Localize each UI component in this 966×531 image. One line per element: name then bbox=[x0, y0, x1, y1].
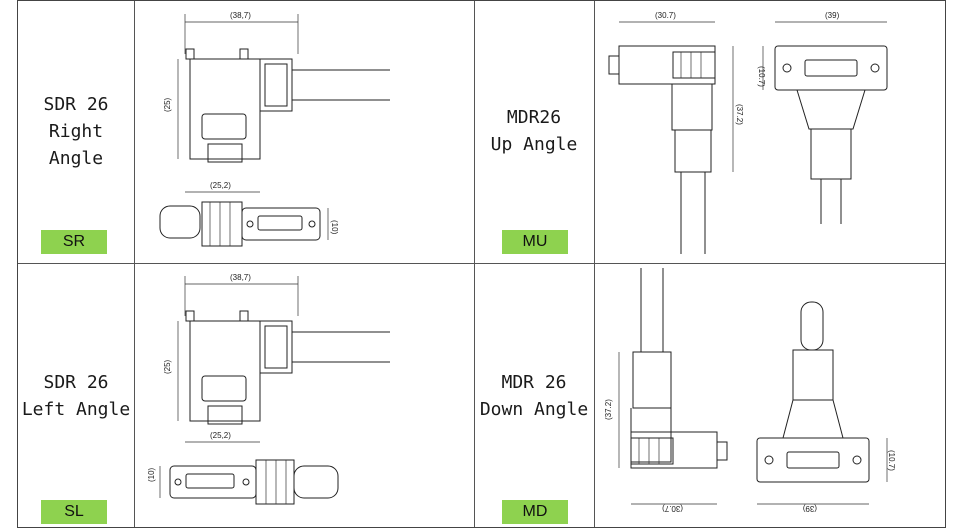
column-divider bbox=[594, 1, 595, 527]
sr-dim-top: (38,7) bbox=[230, 11, 251, 20]
md-dim-b: (10.7) bbox=[887, 450, 896, 471]
sr-name-line: Right bbox=[48, 120, 104, 142]
mu-dim-b: (39) bbox=[825, 11, 840, 20]
mu-code-badge: MU bbox=[502, 230, 568, 254]
column-divider bbox=[474, 1, 475, 527]
md-name-line: MDR 26 bbox=[501, 371, 567, 393]
sr-dim-side: (25) bbox=[163, 97, 172, 112]
mu-dim-d: (37.2) bbox=[735, 104, 744, 125]
column-divider bbox=[134, 1, 135, 527]
mu-name-line: MDR26 bbox=[506, 107, 562, 128]
sr-code-badge: SR bbox=[41, 230, 107, 254]
sl-name-line: SDR 26 bbox=[43, 371, 109, 393]
md-dim-d: (39) bbox=[802, 504, 817, 513]
sr-dim-height: (10) bbox=[330, 220, 339, 235]
md-drawing: (37.2) (30.7) (10.7) (39) bbox=[604, 268, 896, 513]
mu-dim-a: (30.7) bbox=[655, 11, 676, 20]
sr-dim-bottom: (25,2) bbox=[210, 181, 231, 190]
md-name: MDR 26 Down Angle bbox=[474, 263, 594, 528]
sl-dim-bottom: (25,2) bbox=[210, 431, 231, 440]
mu-name-line: Up Angle bbox=[490, 134, 578, 155]
mu-name: MDR26 Up Angle bbox=[474, 0, 594, 262]
sr-name: SDR 26 Right Angle bbox=[18, 0, 134, 262]
md-dim-c: (30.7) bbox=[662, 504, 683, 513]
sl-code-badge: SL bbox=[41, 500, 107, 524]
sr-name-line: SDR 26 bbox=[43, 93, 109, 115]
mu-drawing: (30.7) (37.2) (39) (10.7) bbox=[608, 11, 888, 254]
row-divider bbox=[18, 263, 945, 264]
mu-dim-c: (10.7) bbox=[757, 66, 766, 87]
sl-name: SDR 26 Left Angle bbox=[18, 263, 134, 528]
sl-drawing: (38,7) (25) (25,2) (10) bbox=[147, 273, 390, 505]
md-code-badge: MD bbox=[502, 500, 568, 524]
sl-name-line: Left Angle bbox=[21, 398, 131, 420]
sr-drawing: (38,7) (25) (25,2) (10) bbox=[159, 11, 390, 247]
sl-dim-top: (38,7) bbox=[230, 273, 251, 282]
sr-name-line: Angle bbox=[48, 147, 104, 169]
sl-dim-height: (10) bbox=[147, 467, 156, 482]
md-dim-a: (37.2) bbox=[604, 399, 613, 420]
md-name-line: Down Angle bbox=[479, 398, 589, 420]
connector-table bbox=[17, 0, 946, 528]
sl-dim-side: (25) bbox=[163, 359, 172, 374]
